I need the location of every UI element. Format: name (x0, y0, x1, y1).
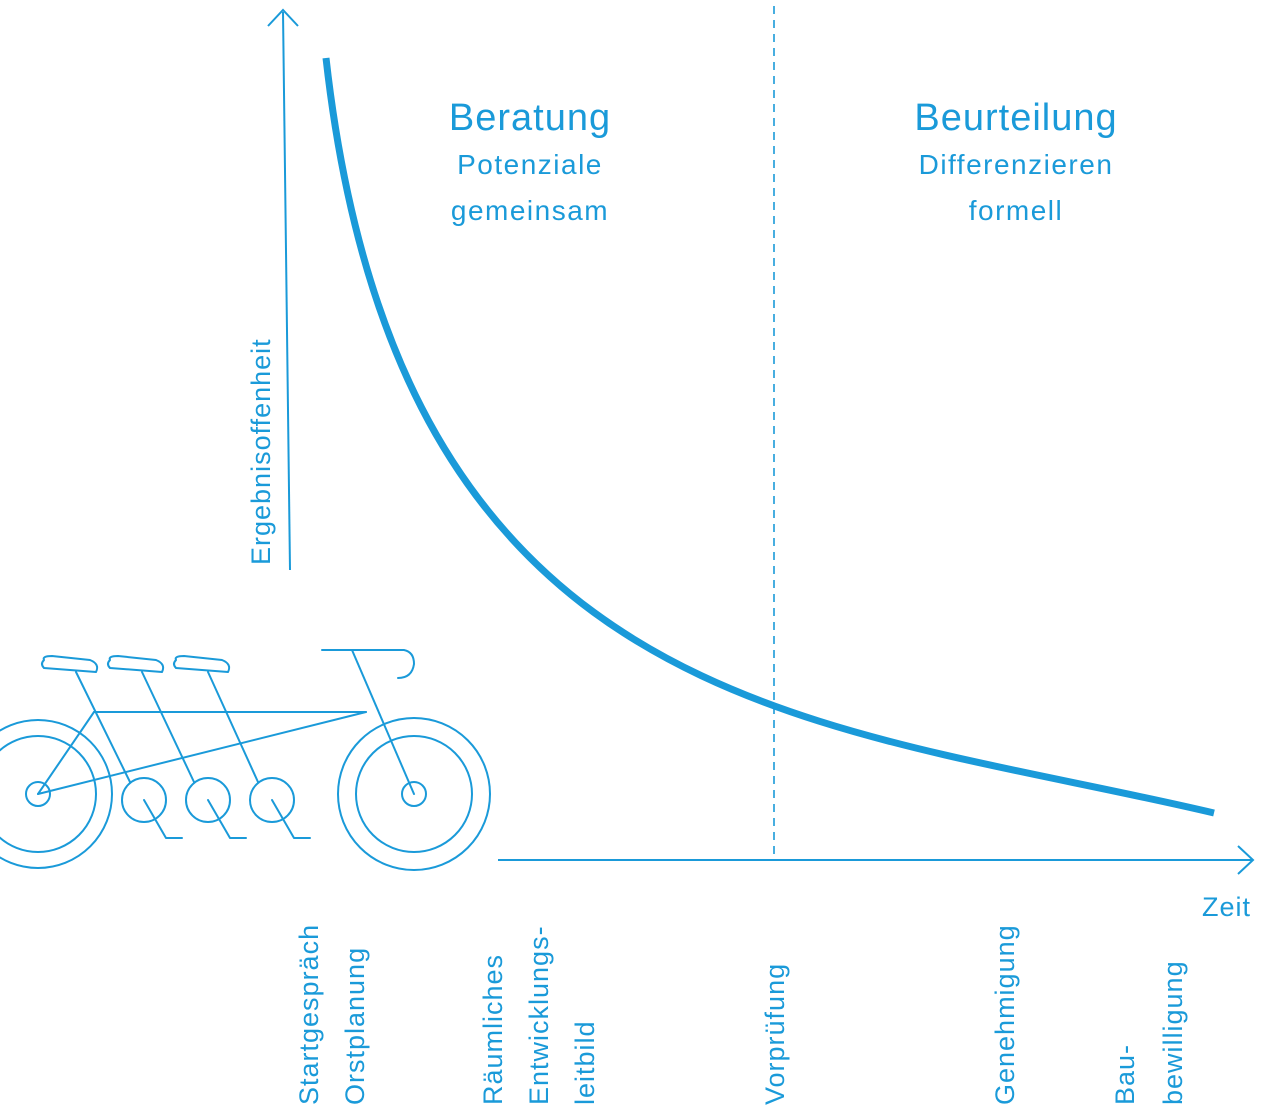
openness-curve (322, 57, 1215, 817)
milestone-label: Startgespräch (294, 924, 324, 1105)
tandem-bicycle-icon (0, 649, 491, 871)
x-axis-arrowhead (1237, 845, 1255, 875)
chainring (249, 777, 295, 823)
rear-wheel-outer (0, 719, 113, 869)
milestone-label: leitbild (570, 1020, 600, 1105)
rear-wheel-inner (0, 735, 97, 853)
phase-beurteilung: Beurteilung Differenzieren formell (914, 97, 1117, 226)
front-wheel-hub (401, 781, 427, 807)
milestone-startgespraech: Startgespräch Orstplanung (294, 924, 370, 1105)
y-axis-line (282, 11, 291, 571)
milestone-label: Bau- (1110, 1044, 1140, 1105)
milestone-label: Orstplanung (340, 947, 370, 1105)
y-axis (267, 8, 299, 571)
milestone-entwicklungsleitbild: Räumliches Entwicklungs- leitbild (478, 925, 600, 1105)
phase-subtitle-line: gemeinsam (451, 195, 609, 226)
y-axis-arrowhead (267, 8, 299, 27)
x-axis-label: Zeit (1202, 892, 1251, 922)
phase-subtitle-line: Differenzieren (919, 149, 1114, 180)
milestone-label: Genehmigung (990, 924, 1020, 1105)
phase-title: Beratung (449, 97, 611, 139)
phase-subtitle-line: Potenziale (457, 149, 603, 180)
milestone-label: Entwicklungs- (524, 925, 554, 1105)
rear-wheel-hub (25, 781, 51, 807)
milestone-label: Räumliches (478, 954, 508, 1105)
milestone-label: Vorprüfung (760, 963, 790, 1105)
phase-title: Beurteilung (914, 97, 1117, 139)
x-axis (498, 845, 1255, 875)
milestone-vorpruefung: Vorprüfung (760, 963, 790, 1105)
milestone-genehmigung: Genehmigung (990, 924, 1020, 1105)
phase-beratung: Beratung Potenziale gemeinsam (449, 97, 611, 226)
milestone-label: bewilligung (1158, 960, 1188, 1105)
y-axis-label: Ergebnisoffenheit (246, 338, 276, 565)
front-wheel-inner (355, 735, 473, 853)
milestone-baubewilligung: Bau- bewilligung (1110, 960, 1188, 1105)
front-wheel-outer (337, 717, 491, 871)
chainring (185, 777, 231, 823)
chainring (121, 777, 167, 823)
phase-subtitle-line: formell (969, 195, 1064, 226)
